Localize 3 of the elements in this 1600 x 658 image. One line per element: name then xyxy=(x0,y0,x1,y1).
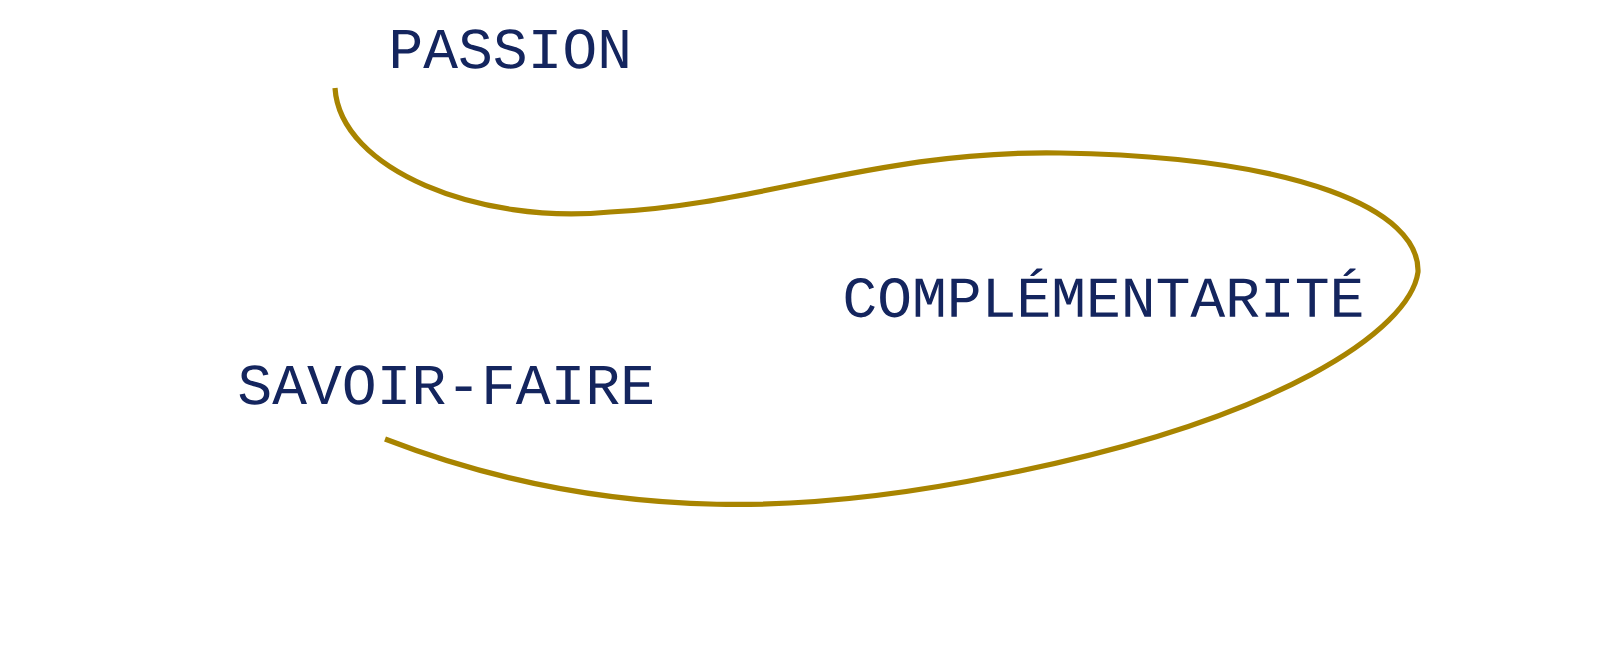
label: SAVOIR-FAIRE xyxy=(239,365,652,405)
label: COMPLÉMENTARITÉ xyxy=(845,268,1362,318)
label: PASSION xyxy=(393,29,628,69)
